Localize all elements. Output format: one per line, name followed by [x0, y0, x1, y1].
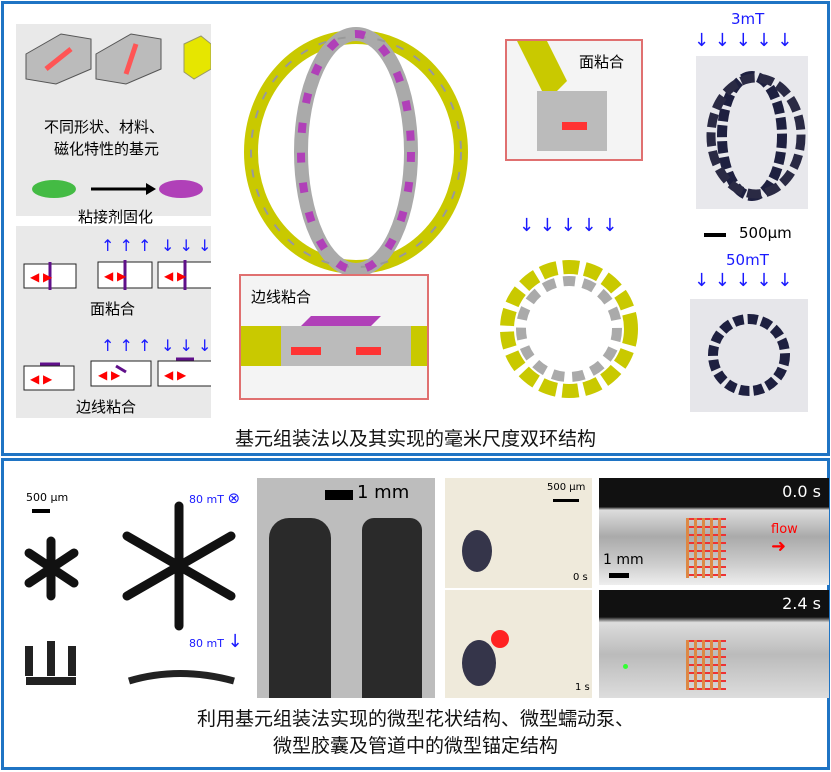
svg-text:◀ ▶: ◀ ▶ — [30, 270, 53, 284]
field-1-value: 80 mT — [189, 493, 224, 506]
inset-face-label: 面粘合 — [579, 53, 625, 71]
field-2-value: 80 mT — [189, 637, 224, 650]
capsule-time-2: 1 s — [575, 682, 590, 693]
ring-photo-50mT — [690, 299, 808, 412]
svg-text:◀ ▶: ◀ ▶ — [104, 269, 127, 283]
capsule-time-1: 0 s — [573, 572, 588, 583]
micro-pump-photo: 1 mm — [257, 478, 435, 698]
edge-bond-inset: 边线粘合 — [239, 274, 429, 400]
svg-text:↓ ↓ ↓: ↓ ↓ ↓ — [161, 336, 211, 355]
field-1-label: 80 mT ⊗ — [189, 489, 240, 507]
face-bond-diagram: ↑ ↑ ↑ ↓ ↓ ↓ ↑ ↑ ↑ ↓ ↓ ↓ ◀ ▶ ◀ ▶ ◀ ▶ ◀ ▶ ◀ ▶ ◀ ▶ — [23, 236, 211, 391]
element-cubes-icon — [25, 33, 211, 85]
inset-edge-label: 边线粘合 — [251, 288, 312, 306]
elements-box: 不同形状、材料、 磁化特性的基元 粘接剂固化 — [16, 24, 211, 226]
svg-text:◀ ▶: ◀ ▶ — [30, 372, 53, 386]
adhesive-label: 粘接剂固化 — [78, 208, 154, 226]
flow-label: flow — [771, 522, 798, 537]
pump-scale-bar — [325, 490, 353, 500]
pump-scale-label: 1 mm — [357, 482, 410, 503]
face-bond-closeup — [517, 41, 607, 151]
field-2-symbol: ↓ — [227, 631, 243, 652]
edge-bond-closeup — [241, 316, 427, 366]
anchor-time-1: 0.0 s — [782, 482, 821, 501]
flower-scale-label: 500 μm — [26, 491, 69, 504]
svg-text:↓ ↓ ↓: ↓ ↓ ↓ — [161, 236, 211, 255]
anchor-photo-1: 0.0 s flow ➜ 1 mm — [599, 478, 829, 585]
anchor-scale-label: 1 mm — [603, 552, 644, 568]
panel-b-caption-line1: 利用基元组装法实现的微型花状结构、微型蠕动泵、 — [196, 708, 634, 730]
adhesive-curing-icon — [32, 180, 203, 198]
svg-text:↓ ↓ ↓ ↓ ↓: ↓ ↓ ↓ ↓ ↓ — [519, 215, 617, 236]
anchor-scale-bar — [609, 573, 629, 578]
ring-photo-3mT — [696, 56, 808, 209]
micro-flower-images — [24, 501, 236, 685]
panel-b: 500 μm 80 mT ⊗ 80 mT ↓ 1 mm 500 μm 0 s 1… — [1, 458, 830, 770]
field-2-label: 80 mT ↓ — [189, 631, 243, 652]
double-ring-structure — [244, 27, 468, 277]
svg-text:◀ ▶: ◀ ▶ — [164, 269, 187, 283]
micro-capsule-photo: 500 μm 0 s 1 s — [445, 478, 592, 698]
svg-text:↑ ↑ ↑: ↑ ↑ ↑ — [101, 236, 151, 255]
scale-bar — [704, 233, 726, 237]
panel-b-caption-line2: 微型胶囊及管道中的微型锚定结构 — [272, 735, 558, 757]
svg-text:◀ ▶: ◀ ▶ — [164, 368, 187, 382]
face-bond-inset: 面粘合 — [505, 39, 643, 161]
panel-a: 不同形状、材料、 磁化特性的基元 粘接剂固化 ↑ ↑ ↑ ↓ ↓ ↓ ↑ ↑ ↑ ↓ … — [1, 1, 830, 456]
edge-bond-label: 边线粘合 — [76, 398, 137, 416]
field-bottom-label: 50mT — [726, 251, 769, 269]
capsule-scale-bar — [553, 499, 579, 502]
svg-text:↑ ↑ ↑: ↑ ↑ ↑ — [101, 336, 151, 355]
elements-label-line2: 磁化特性的基元 — [54, 140, 160, 158]
field-top-arrows: ↓ ↓ ↓ ↓ ↓ — [694, 30, 793, 51]
svg-text:◀ ▶: ◀ ▶ — [98, 368, 121, 382]
anchor-photo-2: 2.4 s — [599, 590, 829, 698]
anchor-time-2: 2.4 s — [782, 594, 821, 613]
field-top-label: 3mT — [731, 10, 765, 28]
flower-ring-structure: ↓ ↓ ↓ ↓ ↓ — [500, 215, 638, 398]
scale-bar-label: 500μm — [739, 224, 792, 242]
flower-scale-bar — [32, 509, 50, 513]
capsule-scale-label: 500 μm — [547, 482, 586, 493]
panel-a-caption: 基元组装法以及其实现的毫米尺度双环结构 — [234, 428, 596, 450]
face-bond-label: 面粘合 — [90, 300, 136, 318]
field-1-symbol: ⊗ — [227, 489, 241, 507]
flow-arrow-icon: ➜ — [771, 536, 787, 557]
field-bottom-arrows: ↓ ↓ ↓ ↓ ↓ — [694, 270, 793, 291]
elements-label-line1: 不同形状、材料、 — [44, 118, 165, 136]
bonding-box: ↑ ↑ ↑↓ ↓ ↓↑ ↑ ↑↓ ↓ ↓ ◀ ▶◀ ▶◀ ▶◀ ▶◀ ▶◀ ▶ … — [16, 226, 211, 418]
